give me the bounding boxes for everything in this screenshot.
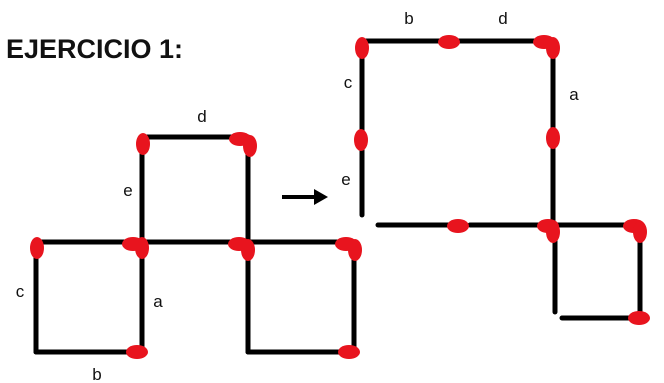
- match-head: [136, 133, 150, 155]
- label-c: c: [16, 282, 25, 301]
- match-head: [338, 345, 360, 359]
- match-head: [355, 37, 369, 59]
- match-head: [628, 311, 650, 325]
- match-head: [438, 35, 460, 49]
- match-head: [447, 219, 469, 233]
- match-head: [241, 239, 255, 261]
- match-head: [135, 237, 149, 259]
- exercise-title: EJERCICIO 1:: [6, 34, 184, 64]
- arrow-head: [314, 189, 328, 205]
- label-d: d: [498, 9, 507, 28]
- match-head: [30, 237, 44, 259]
- match-head: [546, 37, 560, 59]
- label-a: a: [153, 292, 163, 311]
- before-figure: d e c a b: [16, 107, 362, 383]
- label-e: e: [341, 170, 350, 189]
- match-head: [348, 239, 362, 261]
- match-head: [243, 135, 257, 157]
- label-c: c: [344, 73, 353, 92]
- after-figure: b d c a e: [341, 9, 650, 325]
- label-b: b: [92, 365, 101, 383]
- match-head: [126, 345, 148, 359]
- label-d: d: [197, 107, 206, 126]
- transform-arrow: [282, 189, 328, 205]
- match-head: [546, 127, 560, 149]
- label-e: e: [123, 181, 132, 200]
- label-a: a: [569, 85, 579, 104]
- label-b: b: [404, 9, 413, 28]
- match-head: [546, 221, 560, 243]
- match-head: [354, 129, 368, 151]
- match-head: [633, 221, 647, 243]
